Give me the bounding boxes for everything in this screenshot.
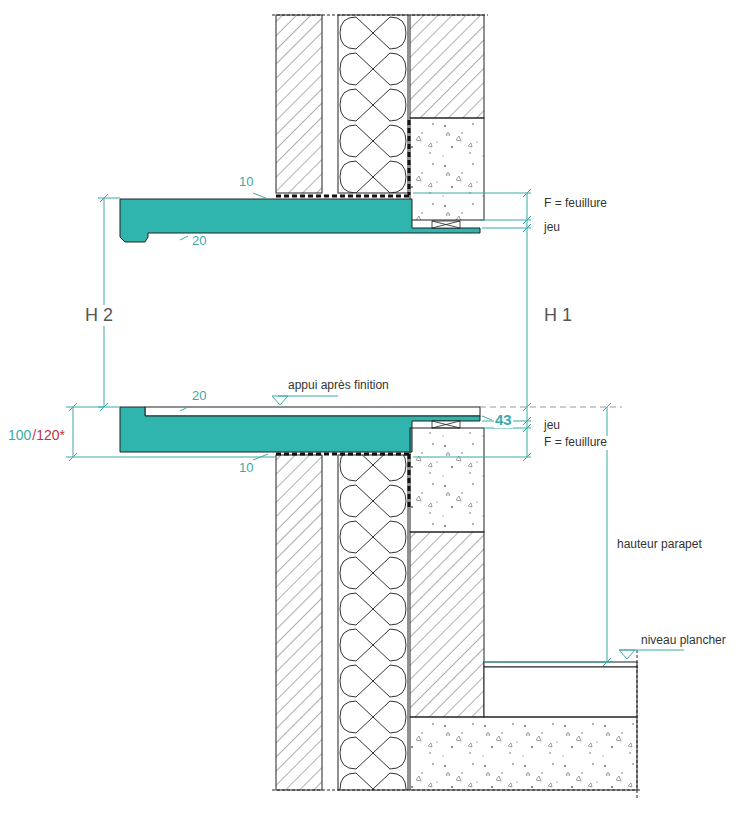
dimension-value: 20 bbox=[191, 389, 207, 404]
dimension-value: 100 bbox=[7, 427, 32, 443]
dimension-value: 10 bbox=[238, 461, 254, 476]
dimension-note: jeu bbox=[543, 419, 561, 433]
dimension-value: 10 bbox=[238, 175, 254, 190]
dimension-note: jeu bbox=[543, 221, 561, 235]
level-label: appui après finition bbox=[287, 379, 390, 393]
level-label: niveau plancher bbox=[640, 634, 727, 648]
dimension-value: 20 bbox=[191, 234, 207, 249]
dimension-note: F = feuillure bbox=[543, 197, 608, 211]
dimension-note: hauteur parapet bbox=[616, 538, 703, 552]
dimension-value: 43 bbox=[494, 411, 513, 428]
dimension-name: H 2 bbox=[84, 305, 114, 326]
dimension-name: H 1 bbox=[543, 305, 573, 326]
dimension-value: /120* bbox=[31, 427, 66, 443]
dimension-note: F = feuillure bbox=[543, 436, 608, 450]
